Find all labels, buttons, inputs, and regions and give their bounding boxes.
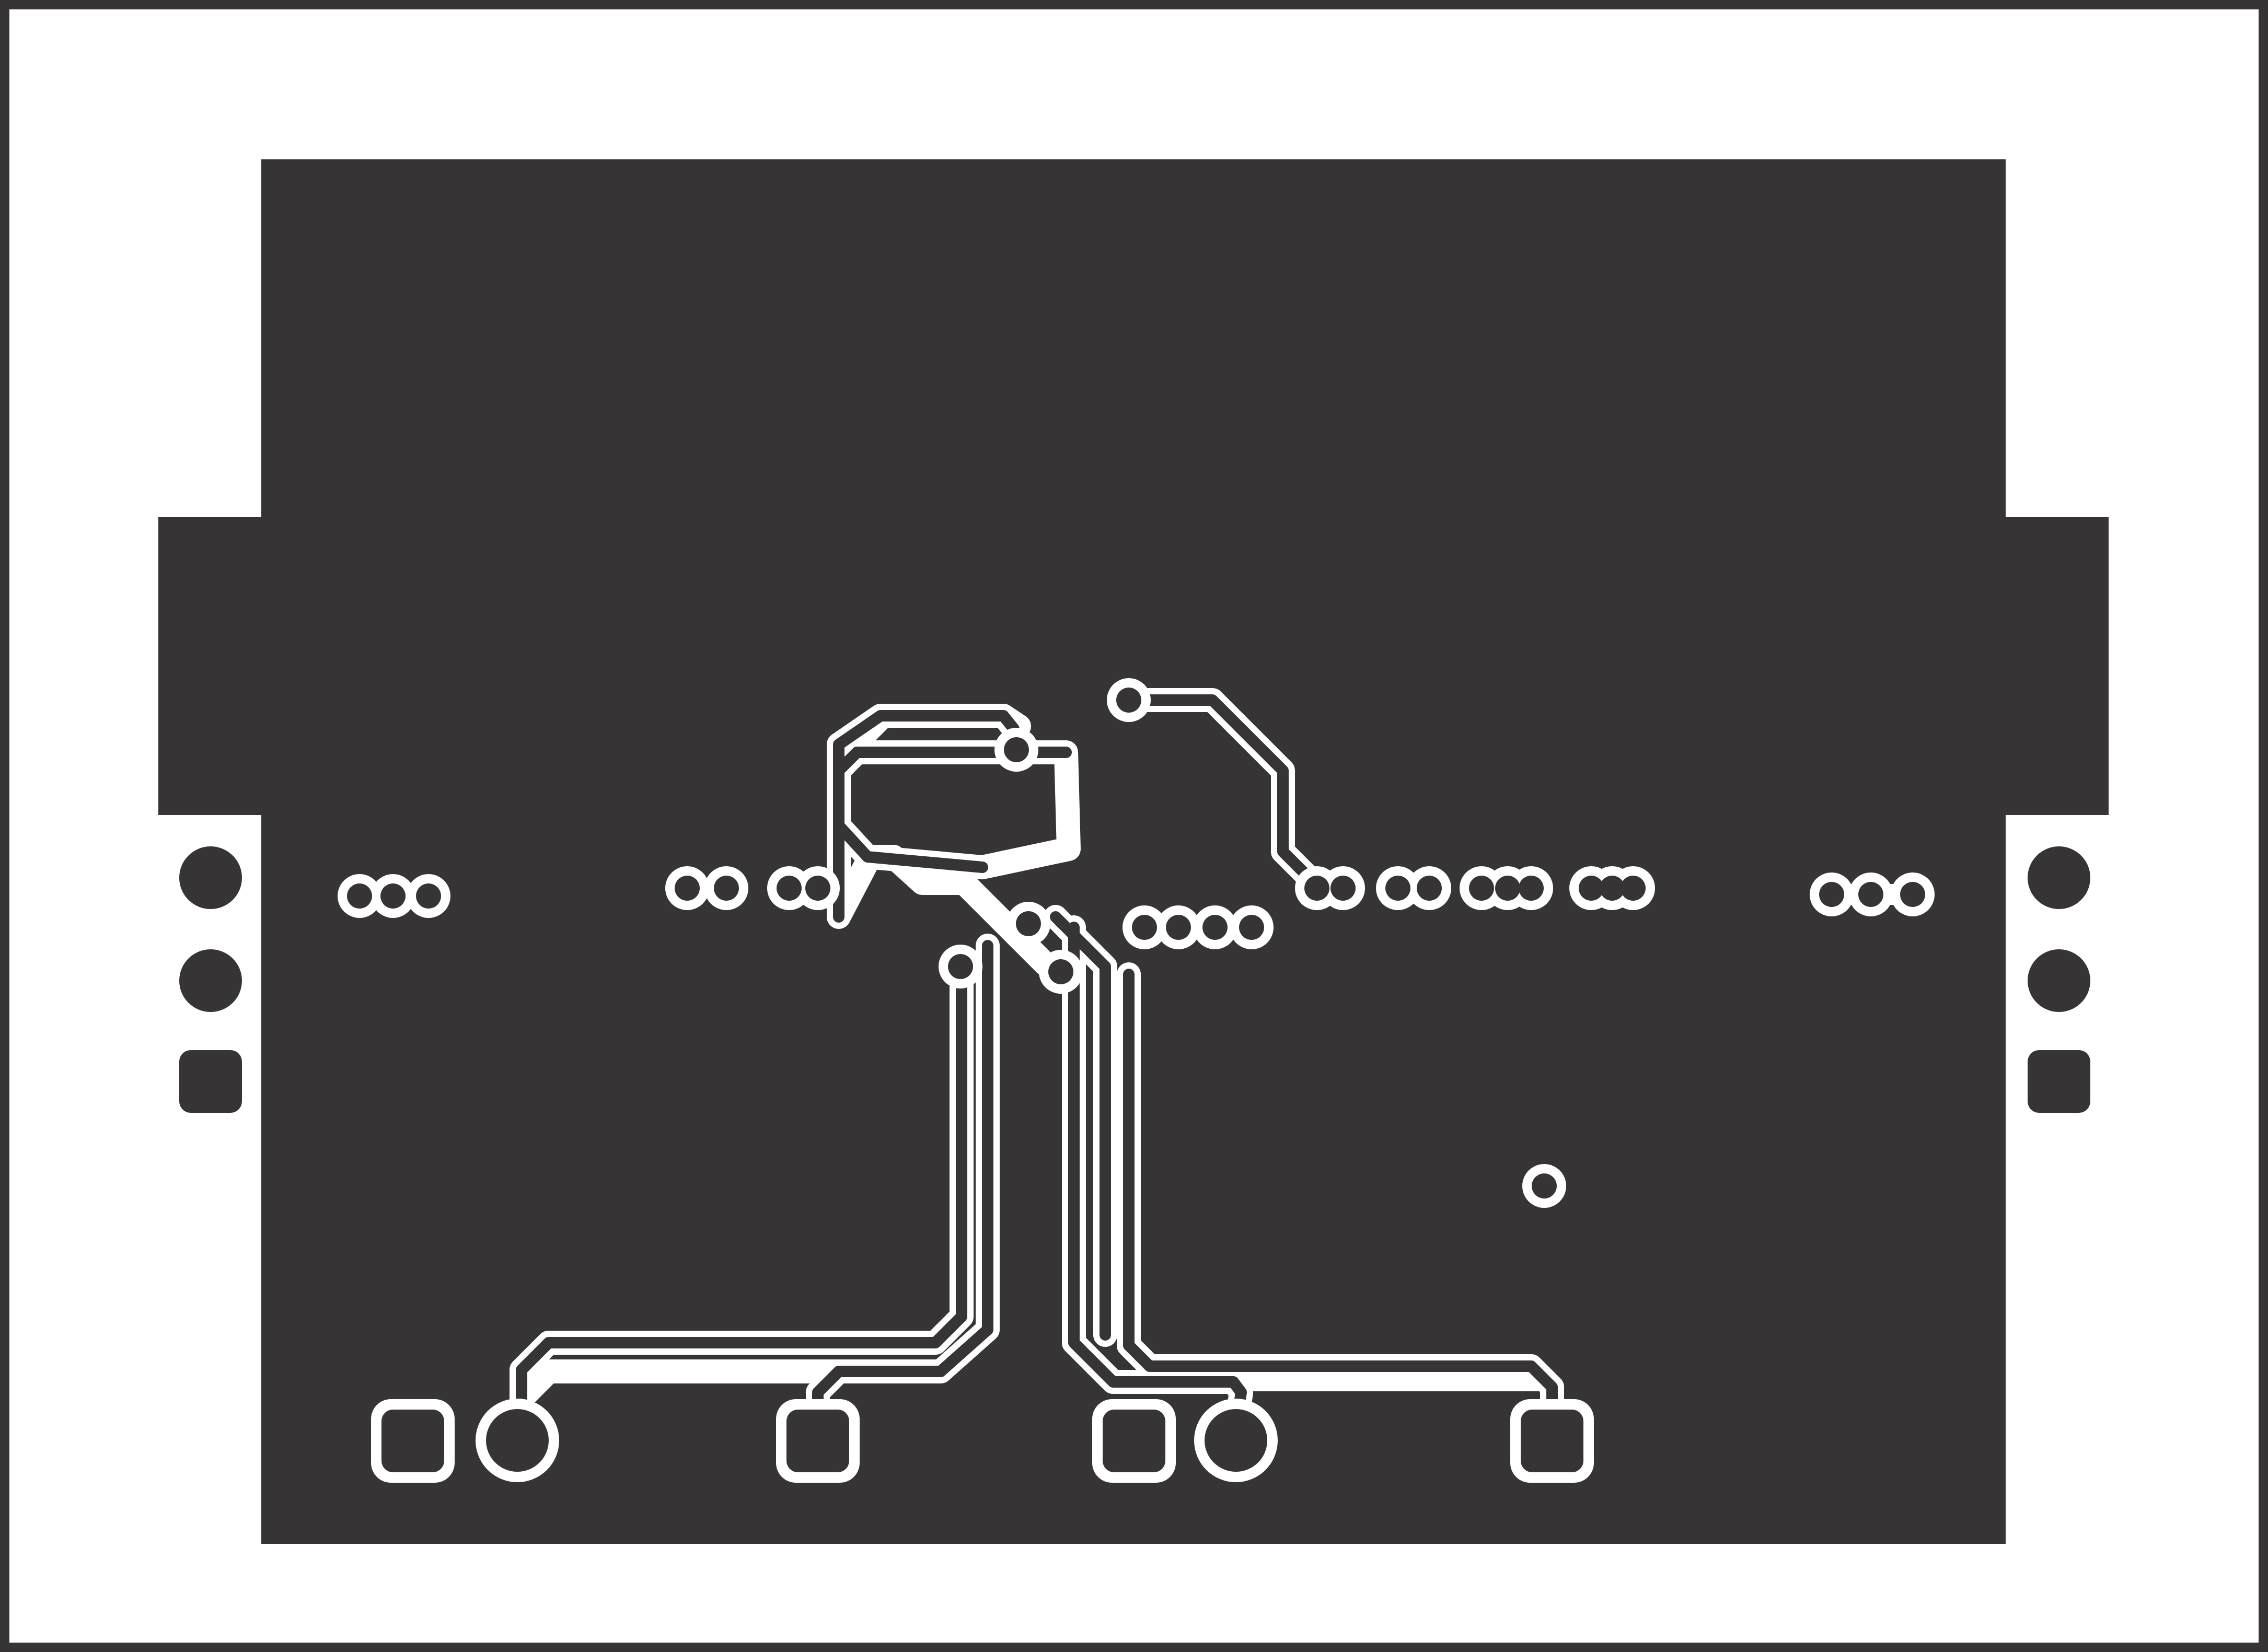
round-pad-icon [1819, 882, 1844, 907]
square-pad-icon [786, 1410, 849, 1472]
round-pad-icon [1900, 882, 1925, 907]
round-pad-icon [1600, 876, 1625, 901]
round-pad-icon [1048, 959, 1073, 984]
square-pad-icon [1103, 1410, 1165, 1472]
round-pad-icon [1304, 876, 1329, 901]
round-pad-icon [714, 876, 739, 901]
round-pad-icon [1385, 876, 1410, 901]
round-pad-icon [1330, 876, 1356, 901]
ground-plane-pour [158, 159, 2109, 1544]
square-pad-icon [381, 1410, 444, 1472]
round-pad-icon [380, 883, 406, 909]
round-pad-icon [675, 876, 700, 901]
round-pad-icon [1205, 1409, 1267, 1472]
mounting-hole-icon [2028, 846, 2090, 909]
round-pad-icon [1469, 876, 1494, 901]
round-pad-icon [486, 1409, 549, 1472]
round-pad-icon [416, 883, 441, 909]
round-pad-icon [1532, 1173, 1557, 1199]
round-pad-icon [1016, 911, 1041, 936]
round-pad-icon [1858, 882, 1883, 907]
round-pad-icon [1166, 915, 1191, 940]
round-pad-icon [1202, 915, 1228, 940]
round-pads [338, 678, 1935, 1208]
square-pad-icon [179, 1050, 242, 1113]
round-pad-icon [1621, 876, 1646, 901]
round-pad-icon [1519, 876, 1544, 901]
round-pad-icon [1116, 688, 1141, 713]
left-mounting-holes [179, 846, 242, 1113]
mounting-hole-icon [179, 846, 242, 909]
square-pad-icon [2028, 1050, 2090, 1113]
square-pads [371, 1399, 1594, 1483]
round-pad-icon [1417, 876, 1442, 901]
large-round-pads [476, 1399, 1278, 1482]
round-pad-icon [805, 876, 830, 901]
round-pad-icon [1495, 876, 1520, 901]
round-pad-icon [347, 883, 372, 909]
round-pad-icon [948, 954, 973, 979]
right-mounting-holes [2028, 846, 2090, 1113]
mounting-hole-icon [2028, 949, 2090, 1012]
round-pad-icon [1132, 915, 1157, 940]
round-pad-icon [1239, 915, 1264, 940]
square-pad-icon [1521, 1410, 1583, 1472]
round-pad-icon [1579, 876, 1604, 901]
copper-traces [516, 694, 1558, 1416]
round-pad-icon [777, 876, 802, 901]
round-pad-icon [1004, 737, 1029, 762]
mounting-hole-icon [179, 949, 242, 1012]
